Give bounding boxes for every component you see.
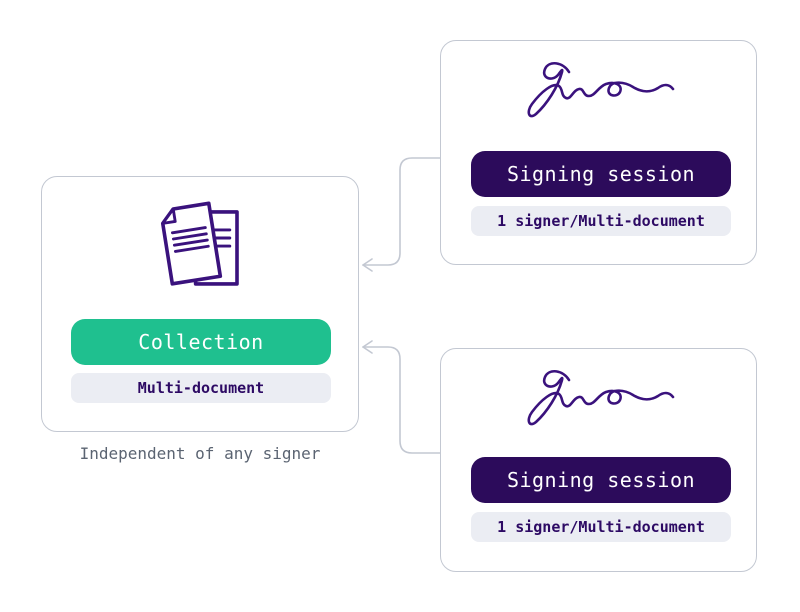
collection-caption: Independent of any signer [79,444,321,463]
connector-bottom [362,346,441,454]
signing-session-card-top: Signing session 1 signer/Multi-document [440,40,757,265]
collection-badge: Multi-document [71,373,331,403]
signing-session-badge: 1 signer/Multi-document [471,206,731,236]
arrow-left-icon [362,340,373,354]
signature-icon [527,370,675,426]
collection-card: Collection Multi-document [41,176,359,432]
signing-session-badge: 1 signer/Multi-document [471,512,731,542]
connector-top [362,157,441,266]
arrow-left-icon [362,258,373,272]
signature-icon [527,62,675,118]
documents-icon [160,201,239,286]
signing-session-card-bottom: Signing session 1 signer/Multi-document [440,348,757,572]
collection-node: Collection [71,319,331,365]
signing-session-node: Signing session [471,151,731,197]
signing-session-node: Signing session [471,457,731,503]
